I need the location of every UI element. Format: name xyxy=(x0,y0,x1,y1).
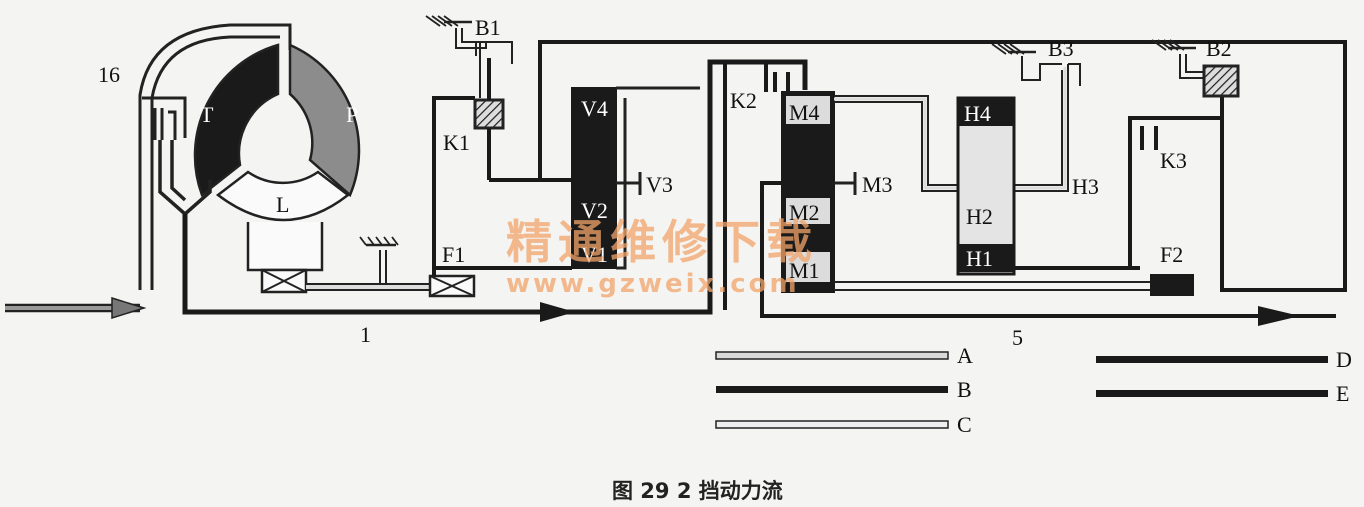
v1-label: V1 xyxy=(581,242,608,267)
lockup-clutch-16 xyxy=(142,59,808,315)
f1-label: F1 xyxy=(442,242,465,267)
output-5-arrow xyxy=(1258,306,1300,326)
legend-key-d: D xyxy=(1336,347,1352,372)
m2-label: M2 xyxy=(789,200,820,225)
legend-item-b: B xyxy=(716,377,972,402)
b1-label: B1 xyxy=(475,15,501,40)
brake-b1-group: B1 xyxy=(425,15,513,98)
h4-label: H4 xyxy=(964,101,991,126)
planetary-v: V4 V3 V2 V1 xyxy=(434,40,1347,292)
stator xyxy=(215,170,351,222)
h2-label: H2 xyxy=(966,204,993,229)
f2-label: F2 xyxy=(1160,242,1183,267)
label-16: 16 xyxy=(98,62,120,87)
k2-label: K2 xyxy=(730,88,757,113)
m1-label: M1 xyxy=(789,258,820,283)
stator-label: L xyxy=(276,192,289,217)
b3-label: B3 xyxy=(1048,36,1074,61)
brake-b3-group: B3 xyxy=(991,36,1081,86)
watermark-url: www.gzweix.com xyxy=(506,269,800,299)
watermark-title: 精通维修下载 xyxy=(506,215,818,269)
label-5: 5 xyxy=(1012,325,1023,350)
pump-label: P xyxy=(346,102,358,127)
legend-key-b: B xyxy=(957,377,972,402)
label-1: 1 xyxy=(360,322,371,347)
k3-label: K3 xyxy=(1160,148,1187,173)
turbine-ring xyxy=(193,43,280,198)
torque-converter: T P L xyxy=(138,23,361,294)
pump-ring xyxy=(288,43,361,198)
legend-item-a: A xyxy=(715,343,973,368)
clutch-k2-group: K2 xyxy=(723,62,790,310)
m4-label: M4 xyxy=(789,100,820,125)
planetary-m: M4 M2 M1 M3 xyxy=(760,64,1300,318)
legend-item-c: C xyxy=(715,412,972,437)
input-arrow xyxy=(5,296,147,320)
legend-key-c: C xyxy=(957,412,972,437)
legend-key-a: A xyxy=(957,343,973,368)
turbine-label: T xyxy=(200,102,214,127)
clutch-k1-group: K1 xyxy=(432,58,505,276)
clutch-k3-group: K3 xyxy=(1128,116,1222,268)
legend-item-e: E xyxy=(1096,381,1349,406)
flow-1-arrow xyxy=(540,302,575,322)
k1-label: K1 xyxy=(443,130,470,155)
brake-b2-group: B2 xyxy=(1151,36,1240,98)
m3-label: M3 xyxy=(862,172,893,197)
v4-label: V4 xyxy=(581,96,608,121)
h3-label: H3 xyxy=(1072,174,1099,199)
legend: A B C D E xyxy=(715,343,1352,437)
planetary-h: H4 H2 H1 H3 xyxy=(956,96,1140,276)
b2-label: B2 xyxy=(1206,36,1232,61)
freewheel-f1-group: F1 xyxy=(306,236,476,298)
legend-item-d: D xyxy=(1096,347,1352,372)
v3-label: V3 xyxy=(646,172,673,197)
v2-label: V2 xyxy=(581,198,608,223)
figure-caption: 图 29 2 挡动力流 xyxy=(612,479,783,503)
freewheel-f2-group: F2 xyxy=(834,242,1194,296)
h1-label: H1 xyxy=(966,246,993,271)
legend-key-e: E xyxy=(1336,381,1349,406)
